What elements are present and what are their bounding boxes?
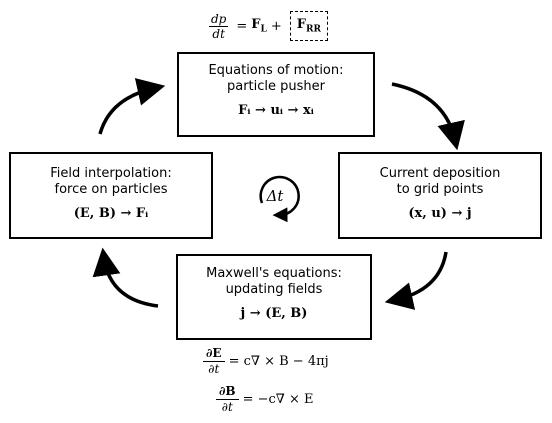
dE-dt-fraction: ∂E ∂t <box>203 346 225 377</box>
dt-denominator: ∂t <box>208 362 220 376</box>
current-deposition-box: Current deposition to grid points (x, u)… <box>338 152 542 239</box>
lorentz-subscript: L <box>260 24 267 35</box>
dp-numerator: dp <box>209 11 229 27</box>
timestep-cycle-icon <box>259 175 300 223</box>
equals-sign: = <box>236 18 248 34</box>
box-title-line1: Maxwell's equations: <box>206 266 342 281</box>
momentum-equation: dp dt = FL + FRR <box>205 6 328 46</box>
maxwell-equations-box: Maxwell's equations: updating fields j →… <box>176 254 372 340</box>
equations-of-motion-box: Equations of motion: particle pusher Fᵢ … <box>177 52 375 137</box>
box-title-line2: updating fields <box>225 282 323 297</box>
dt-denominator: ∂t <box>221 400 233 414</box>
box-equation: Fᵢ → uᵢ → xᵢ <box>238 103 314 118</box>
dp-dt-fraction: dp dt <box>209 11 229 41</box>
arrow-field-to-eom <box>98 78 166 135</box>
field-interpolation-box: Field interpolation: force on particles … <box>9 152 213 239</box>
dB-dt-fraction: ∂B ∂t <box>216 384 239 415</box>
equation-rhs: = −c∇ × E <box>242 392 314 407</box>
faraday-equation: ∂B ∂t = −c∇ × E <box>216 384 314 415</box>
box-title-line1: Field interpolation: <box>50 166 172 181</box>
arrow-current-to-maxwell <box>384 251 448 310</box>
box-title-line1: Current deposition <box>379 166 501 181</box>
faraday-ampere-equation: ∂E ∂t = c∇ × B − 4πj <box>203 346 329 377</box>
dB-numerator: ∂B <box>216 384 239 400</box>
rr-subscript: RR <box>305 24 321 35</box>
force-symbol: F <box>251 17 261 33</box>
force-symbol: F <box>296 17 306 33</box>
timestep-label: Δt <box>266 187 284 205</box>
box-title-line2: particle pusher <box>226 79 325 94</box>
arrow-maxwell-to-field <box>92 247 159 308</box>
box-equation: j → (E, B) <box>240 306 308 321</box>
radiation-reaction-term: FRR <box>289 11 328 41</box>
box-title-line2: force on particles <box>54 182 168 197</box>
lorentz-force-term: FL <box>251 17 267 35</box>
box-title-line1: Equations of motion: <box>208 63 344 78</box>
box-title-line2: to grid points <box>396 182 484 197</box>
arrow-eom-to-current <box>391 82 465 151</box>
plus-sign: + <box>270 18 282 34</box>
box-equation: (x, u) → j <box>408 206 472 221</box>
dt-denominator: dt <box>212 26 225 41</box>
box-equation: (E, B) → Fᵢ <box>73 206 149 221</box>
dE-numerator: ∂E <box>203 346 225 362</box>
equation-rhs: = c∇ × B − 4πj <box>228 354 329 369</box>
